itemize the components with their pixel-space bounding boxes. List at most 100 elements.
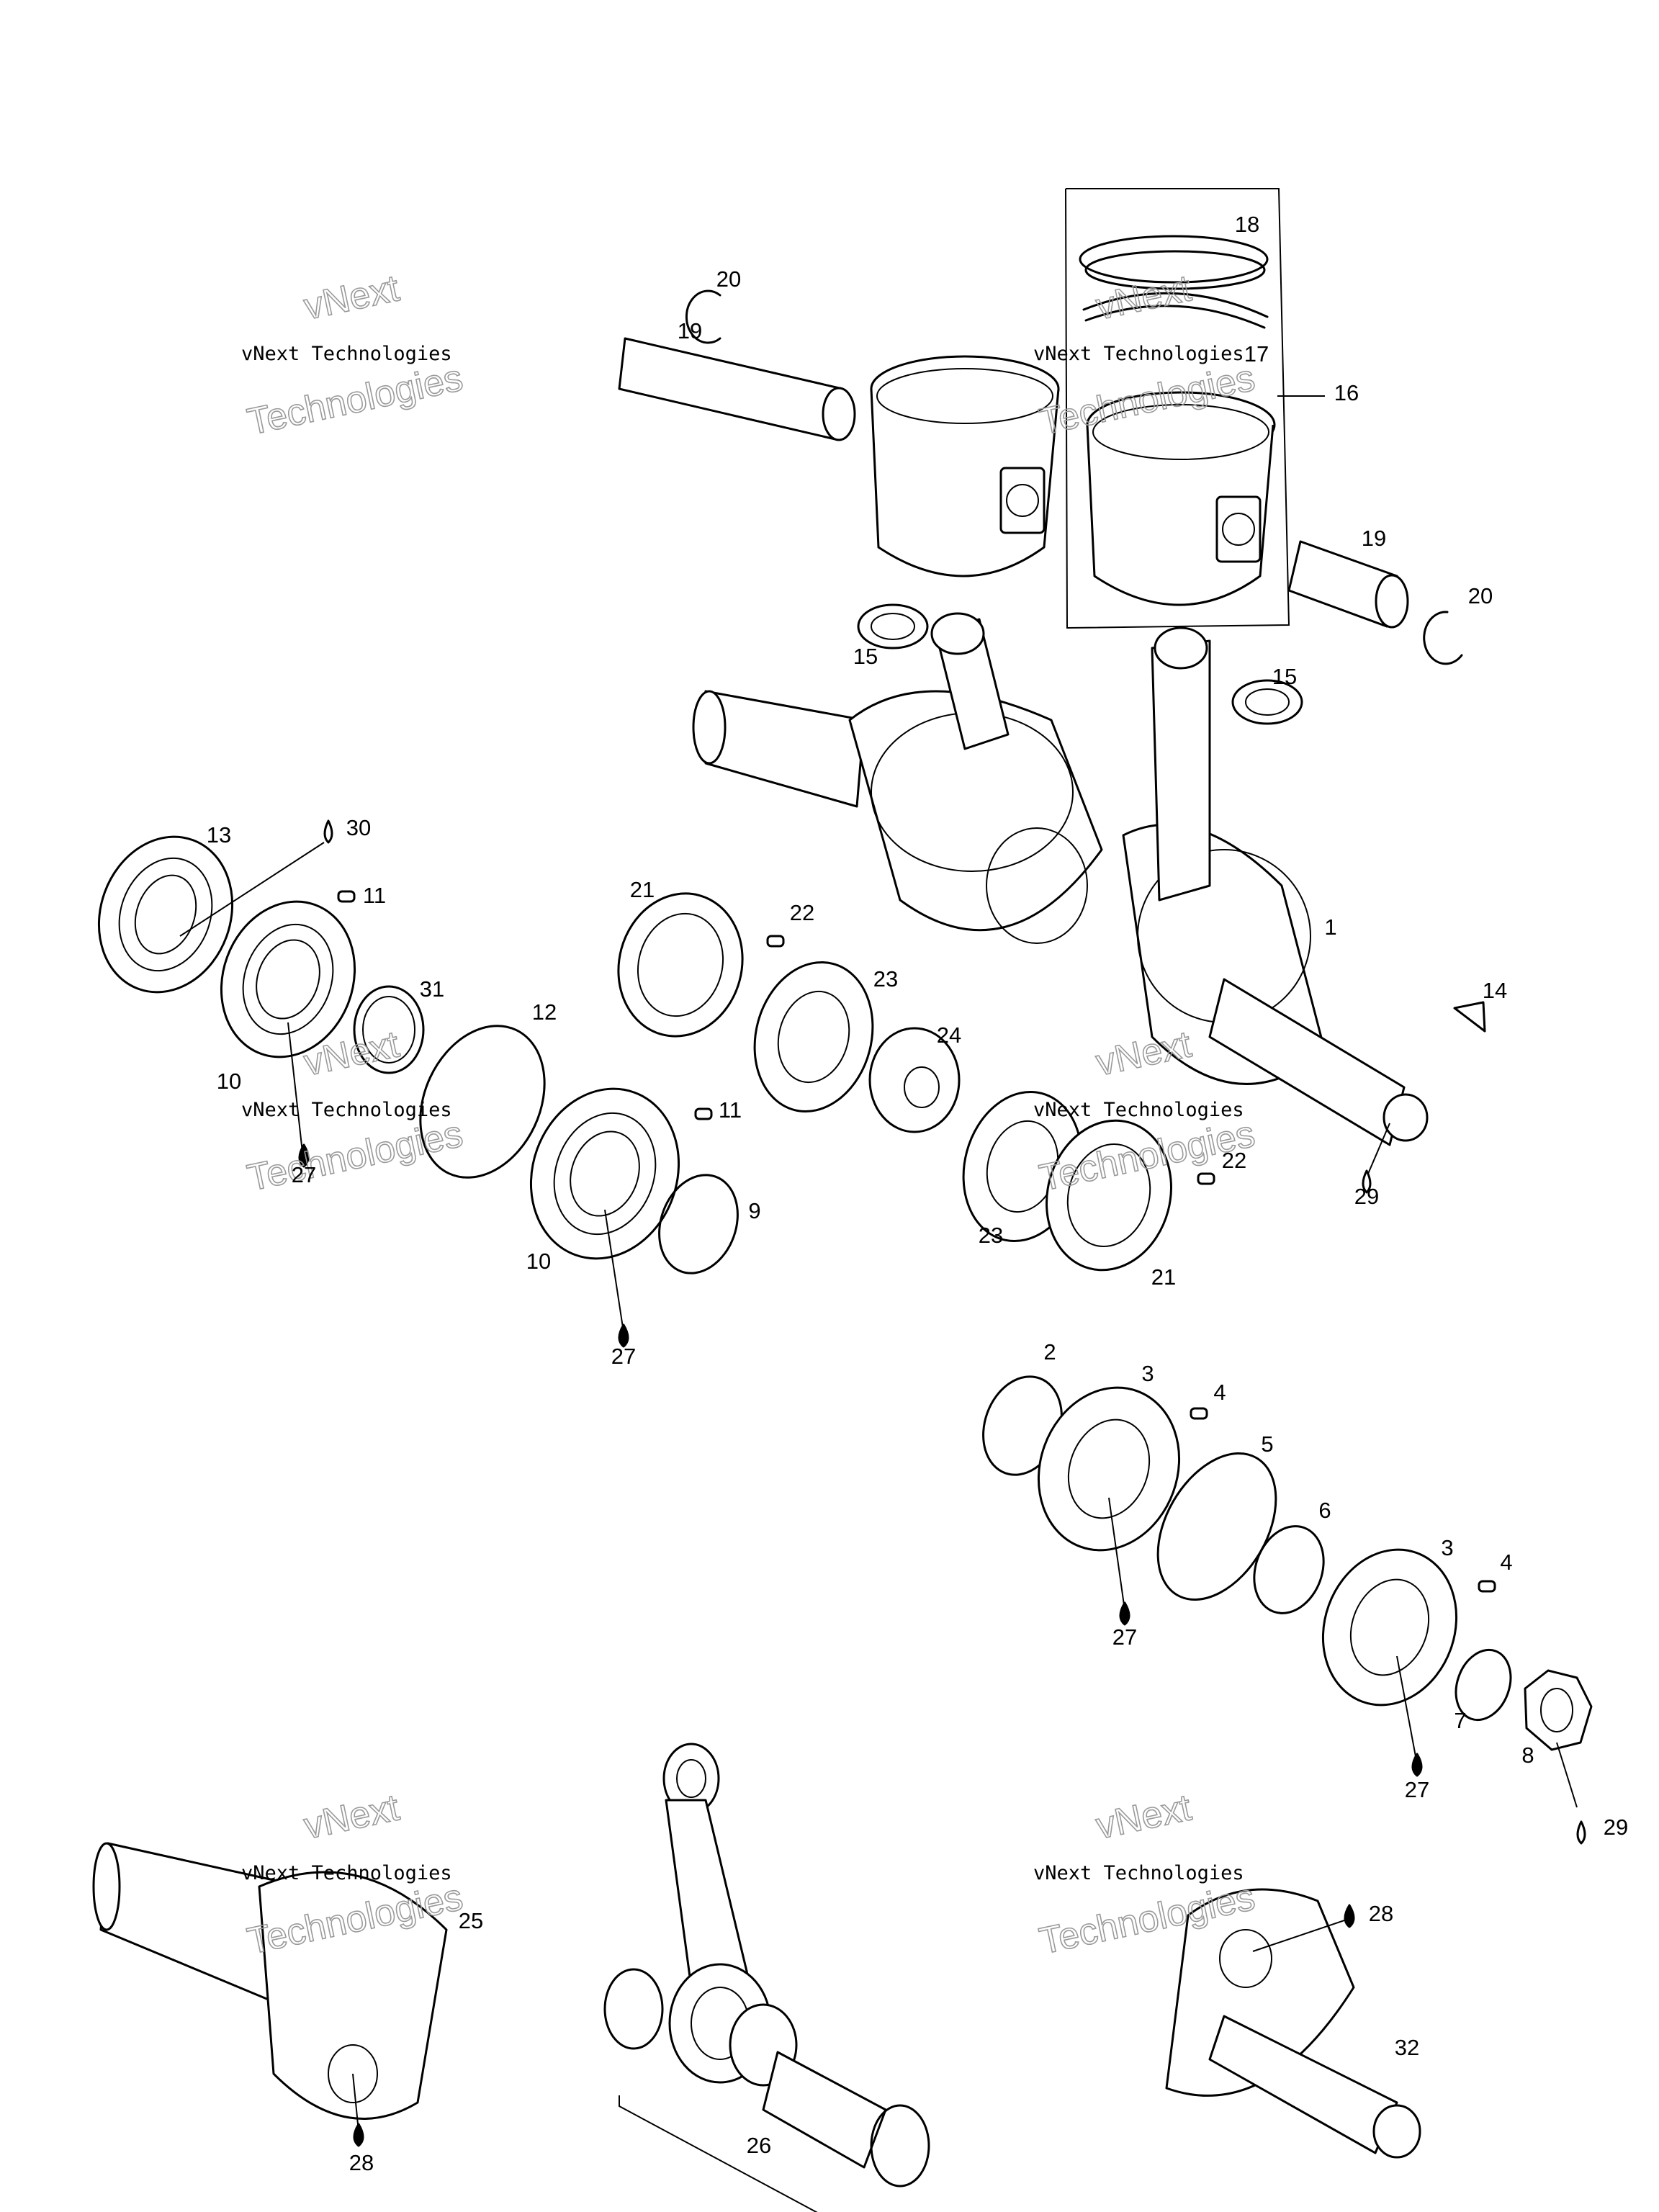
watermark-text: vNext Technologies [1033,343,1244,365]
grease-drop-icon [618,1323,629,1348]
watermark-text: vNext Technologies [241,1099,452,1121]
watermark-large-line1: vNext [300,1786,403,1847]
part-callout-20: 20 [1468,583,1493,608]
part-callout-8: 8 [1521,1743,1534,1768]
watermark-large-line1: vNext [300,267,403,328]
wrist-pin-right [1287,540,1409,629]
shim-6 [1253,1525,1325,1614]
dowel-pin-11-center [694,1107,713,1120]
dowel-pin-22-top [766,935,785,948]
oil-seal-13 [97,835,234,994]
watermark-large-line1: vNext [1092,1023,1195,1084]
grease-drop-icon [1119,1601,1130,1626]
woodruff-key [1453,1001,1486,1033]
part-callout-25: 25 [459,1908,483,1933]
part-callout-28: 28 [349,2150,374,2175]
watermark-text: vNext Technologies [1033,1862,1244,1884]
dowel-pin-22-lower [1197,1172,1215,1185]
piston-right [1086,391,1276,606]
crankshaft-main [692,612,1429,1146]
part-callout-27: 27 [1405,1777,1429,1802]
part-callout-10: 10 [526,1249,551,1274]
part-callout-18: 18 [1235,212,1259,237]
lock-washer-7 [1455,1648,1512,1722]
watermark-large-line2: Technologies [244,1113,467,1200]
part-callout-13: 13 [207,822,231,848]
part-callout-14: 14 [1483,978,1507,1003]
needle-bearing-right [1231,679,1303,725]
part-callout-16: 16 [1334,380,1359,405]
part-callout-32: 32 [1395,2035,1419,2060]
needle-bearing-left [857,603,929,649]
part-callout-6: 6 [1318,1498,1331,1523]
seal-23-top [753,961,874,1113]
connecting-rod-assembly-26 [603,1743,930,2212]
piston-rings [1079,235,1269,329]
ball-bearing-10-center [529,1087,680,1260]
dowel-pin-11-top [337,890,356,903]
part-callout-30: 30 [346,815,371,840]
piston-left [870,355,1060,577]
part-callout-29: 29 [1604,1815,1628,1840]
nut-8 [1524,1669,1593,1751]
watermark-large-line2: Technologies [244,357,467,444]
part-callout-27: 27 [1112,1624,1137,1650]
ball-bearing-21-lower [1046,1119,1172,1272]
ball-bearing-21-top [617,892,744,1038]
part-callout-26: 26 [747,2133,771,2158]
grease-drop-icon [1344,1904,1355,1928]
shim-9 [658,1174,739,1274]
part-callout-21: 21 [630,877,655,902]
wrist-pin-left [618,337,856,441]
part-callout-19: 19 [1362,526,1386,551]
spacer-31 [353,985,425,1074]
ball-bearing-3-lower [1321,1548,1458,1707]
piston-kit-box [1065,188,1325,629]
part-callout-21: 21 [1151,1264,1176,1290]
circlip-right [1423,611,1463,665]
grease-drop-icon [1411,1753,1423,1777]
watermark-large-line1: vNext [1092,1786,1195,1847]
part-callout-7: 7 [1454,1708,1466,1733]
watermark-text: vNext Technologies [241,1862,452,1884]
grease-drop-icon [298,1143,310,1168]
part-callout-15: 15 [853,644,878,669]
watermark-text: vNext Technologies [241,343,452,365]
part-callout-29: 29 [1354,1184,1379,1209]
part-callout-15: 15 [1272,664,1297,689]
part-callout-3: 3 [1441,1535,1453,1560]
part-callout-11: 11 [719,1097,742,1123]
part-callout-23: 23 [873,966,898,992]
watermark-text: vNext Technologies [1033,1099,1244,1121]
o-ring-12 [419,1025,546,1179]
part-callout-4: 4 [1213,1380,1226,1405]
part-callout-5: 5 [1261,1431,1273,1457]
part-callout-2: 2 [1043,1339,1056,1364]
part-callout-12: 12 [532,999,557,1025]
ball-bearing-3-upper [1037,1386,1181,1552]
oil-drop-icon [1362,1169,1372,1194]
part-callout-22: 22 [1222,1148,1246,1173]
part-callout-31: 31 [420,976,444,1002]
part-callout-23: 23 [979,1223,1003,1248]
leader-lines [179,842,1578,2132]
callout-layer: 1234563478292727910101111121314151516171… [207,212,1628,2175]
lubricant-drop-icons [298,819,1586,2147]
part-callout-27: 27 [611,1344,636,1369]
part-callout-9: 9 [748,1198,760,1223]
part-callout-10: 10 [217,1069,241,1094]
crank-half-25 [92,1842,448,2120]
part-callout-17: 17 [1244,341,1269,367]
circlip-left [685,289,721,344]
part-callout-22: 22 [790,900,814,925]
part-callout-24: 24 [937,1022,961,1048]
part-callout-20: 20 [716,266,741,292]
dowel-pin-4-lower [1478,1580,1496,1593]
dowel-pin-4-upper [1190,1407,1208,1420]
grease-drop-icon [353,2123,364,2147]
crank-half-32 [1165,1888,1421,2159]
part-callout-4: 4 [1500,1550,1512,1575]
part-callout-28: 28 [1369,1901,1393,1926]
